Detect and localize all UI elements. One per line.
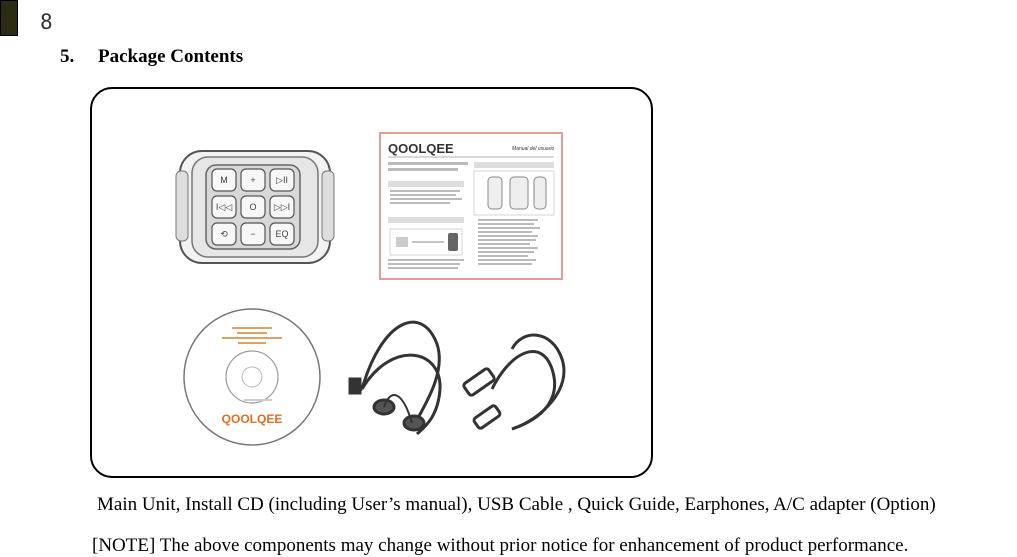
player-button-label: ▷▷I (274, 202, 290, 212)
page-number: 8 (40, 10, 53, 34)
section-heading: 5. Package Contents (60, 46, 243, 68)
section-title: Package Contents (98, 46, 244, 67)
manual-heading: Manual del usuario (512, 146, 554, 152)
package-contents-figure: M + ▷II I◁◁ O ▷▷I ⟲ − EQ QOOLQEE Manual … (90, 87, 653, 478)
package-contents-caption: Main Unit, Install CD (including User’s … (97, 494, 936, 515)
mp3-player-icon: M + ▷II I◁◁ O ▷▷I ⟲ − EQ (175, 150, 335, 264)
cd-brand-logo: QOOLQEE (222, 412, 283, 426)
player-button-label: ▷II (276, 175, 288, 185)
player-button-label: O (249, 202, 256, 212)
player-button-label: M (220, 175, 228, 185)
cd-icon: QOOLQEE (183, 308, 321, 446)
player-button-label: + (250, 175, 255, 185)
player-button-label: I◁◁ (216, 202, 232, 212)
player-button-label: EQ (275, 229, 288, 239)
page-marker-tab (0, 0, 18, 36)
usb-cable-icon (462, 333, 566, 431)
section-number: 5. (60, 46, 75, 67)
manual-brand-logo: QOOLQEE (388, 141, 454, 156)
product-change-note: [NOTE] The above components may change w… (92, 535, 909, 556)
manual-page-icon: QOOLQEE Manual del usuario (379, 132, 563, 280)
earphones-icon (348, 320, 442, 436)
player-button-label: − (250, 229, 255, 239)
player-button-label: ⟲ (220, 229, 228, 239)
